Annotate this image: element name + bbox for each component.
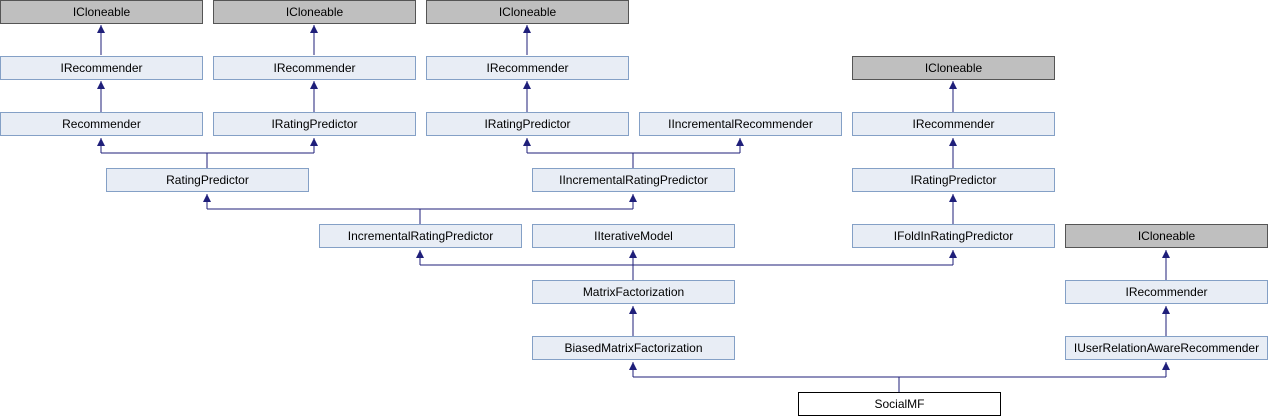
- edge-matrixfactorization-parents: [420, 264, 953, 280]
- node-icloneable[interactable]: ICloneable: [852, 56, 1055, 80]
- node-icloneable[interactable]: ICloneable: [213, 0, 416, 24]
- node-irecommender[interactable]: IRecommender: [1065, 280, 1268, 304]
- node-socialmf[interactable]: SocialMF: [798, 392, 1001, 416]
- node-irecommender[interactable]: IRecommender: [213, 56, 416, 80]
- node-iratingpredictor[interactable]: IRatingPredictor: [213, 112, 416, 136]
- edge-iincrementalratingpredictor-parents: [527, 152, 740, 168]
- edge-socialmf-parents: [633, 376, 1166, 392]
- node-irecommender[interactable]: IRecommender: [852, 112, 1055, 136]
- node-iincrementalrecommender[interactable]: IIncrementalRecommender: [639, 112, 842, 136]
- node-iiterativemodel[interactable]: IIterativeModel: [532, 224, 735, 248]
- node-recommender[interactable]: Recommender: [0, 112, 203, 136]
- node-icloneable[interactable]: ICloneable: [426, 0, 629, 24]
- edge-incrementalratingpredictor-parents: [207, 208, 633, 224]
- node-iratingpredictor[interactable]: IRatingPredictor: [426, 112, 629, 136]
- node-irecommender[interactable]: IRecommender: [426, 56, 629, 80]
- edge-ratingpredictor-parents: [101, 152, 314, 168]
- node-icloneable[interactable]: ICloneable: [1065, 224, 1268, 248]
- node-biasedmatrixfactorization[interactable]: BiasedMatrixFactorization: [532, 336, 735, 360]
- node-matrixfactorization[interactable]: MatrixFactorization: [532, 280, 735, 304]
- node-ifoldinratingpredictor[interactable]: IFoldInRatingPredictor: [852, 224, 1055, 248]
- node-iuserrelationawarerecommender[interactable]: IUserRelationAwareRecommender: [1065, 336, 1268, 360]
- node-irecommender[interactable]: IRecommender: [0, 56, 203, 80]
- node-iincrementalratingpredictor[interactable]: IIncrementalRatingPredictor: [532, 168, 735, 192]
- node-ratingpredictor[interactable]: RatingPredictor: [106, 168, 309, 192]
- node-iratingpredictor[interactable]: IRatingPredictor: [852, 168, 1055, 192]
- node-incrementalratingpredictor[interactable]: IncrementalRatingPredictor: [319, 224, 522, 248]
- node-icloneable[interactable]: ICloneable: [0, 0, 203, 24]
